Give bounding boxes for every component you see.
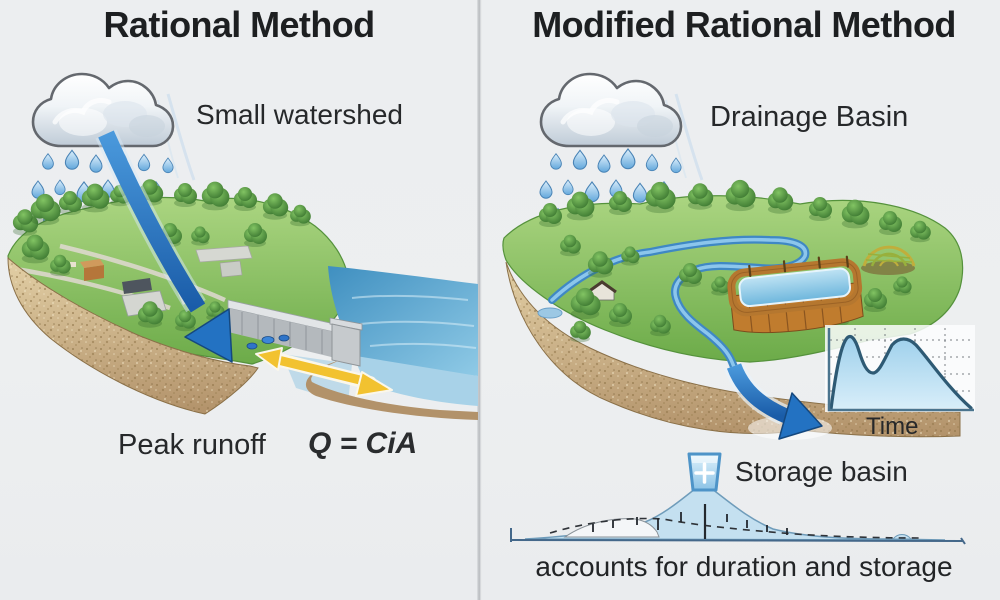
storage-basin-label: Storage basin bbox=[735, 456, 908, 487]
modified-method-caption: accounts for duration and storage bbox=[535, 551, 953, 582]
attenuated-outflow-illustration bbox=[510, 452, 966, 545]
routed-flow-arrow-icon bbox=[724, 362, 832, 440]
left-panel-title: Rational Method bbox=[103, 4, 376, 45]
soil-cross-section bbox=[505, 261, 961, 438]
rain-cloud-icon bbox=[20, 60, 196, 254]
storage-tank bbox=[727, 255, 864, 334]
water-waves bbox=[351, 294, 477, 349]
watershed-3d-illustration bbox=[7, 129, 478, 420]
pond bbox=[537, 307, 563, 319]
dashed-inflow-curve bbox=[549, 517, 921, 539]
hydrograph-time-axis-label: Time bbox=[866, 413, 919, 440]
house bbox=[587, 280, 617, 301]
time-baseline bbox=[510, 539, 964, 542]
tick-marks bbox=[592, 504, 788, 539]
inflow-hump-outline bbox=[563, 518, 660, 538]
buildings bbox=[56, 245, 253, 317]
water-front-face bbox=[356, 356, 478, 406]
runoff-arrow-icon bbox=[95, 129, 233, 363]
hydrograph-inset bbox=[825, 325, 975, 412]
rain-cloud-icon bbox=[528, 60, 704, 254]
dam-structure bbox=[227, 299, 363, 367]
cars bbox=[246, 334, 290, 350]
cloud-icon bbox=[541, 74, 681, 146]
rational-formula: Q = CiA bbox=[308, 427, 418, 460]
baseline-right-tick bbox=[960, 537, 966, 545]
drainage-basin-label: Drainage Basin bbox=[710, 101, 909, 133]
peak-runoff-label: Peak runoff bbox=[118, 429, 266, 461]
small-watershed-label: Small watershed bbox=[196, 99, 403, 130]
discharge-arrow-icon bbox=[255, 347, 393, 397]
drainage-basin-3d-illustration bbox=[502, 179, 975, 440]
right-panel-title: Modified Rational Method bbox=[532, 4, 956, 45]
outflow-bump bbox=[891, 534, 913, 540]
storage-basin-icon bbox=[687, 452, 722, 492]
soil-rim bbox=[305, 360, 478, 420]
soil-cross-section bbox=[7, 256, 259, 415]
panel-divider bbox=[477, 0, 482, 600]
arch-structure bbox=[861, 245, 916, 275]
